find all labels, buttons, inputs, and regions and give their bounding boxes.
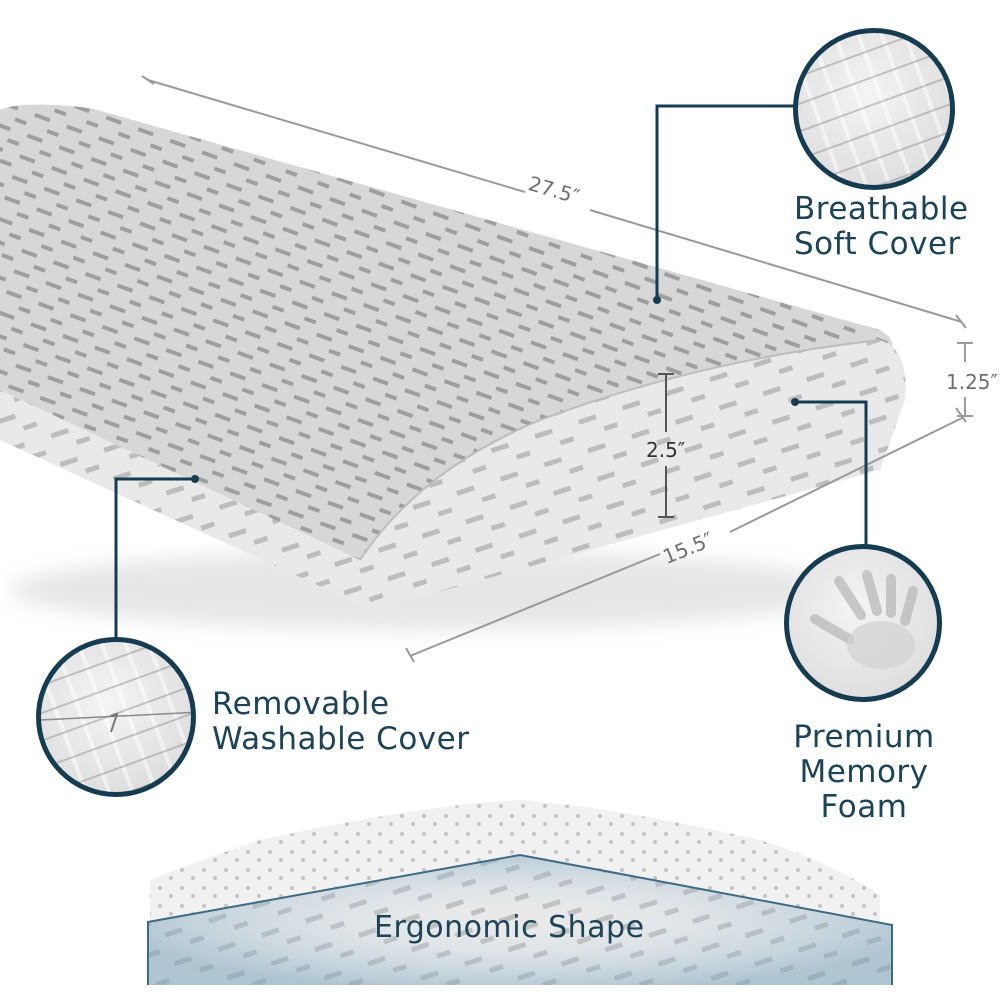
- ergonomic-shape-label: Ergonomic Shape: [374, 910, 645, 945]
- handprint-icon: [810, 570, 918, 669]
- center-height-label: 2.5″: [646, 438, 686, 462]
- breathable-cover-detail: [793, 28, 955, 190]
- dimension-lines: [141, 75, 973, 663]
- removable-cover-label: Removable Washable Cover: [212, 686, 470, 757]
- edge-height-label: 1.25″: [946, 370, 999, 394]
- leader-lines: [114, 104, 868, 640]
- breathable-cover-label: Breathable Soft Cover: [794, 191, 969, 262]
- memory-foam-label: Premium Memory Foam: [793, 719, 935, 825]
- memory-foam-detail: [784, 544, 942, 702]
- zipper-icon: [41, 711, 191, 733]
- removable-cover-detail: [36, 637, 196, 797]
- pillow-end-face: [360, 340, 906, 610]
